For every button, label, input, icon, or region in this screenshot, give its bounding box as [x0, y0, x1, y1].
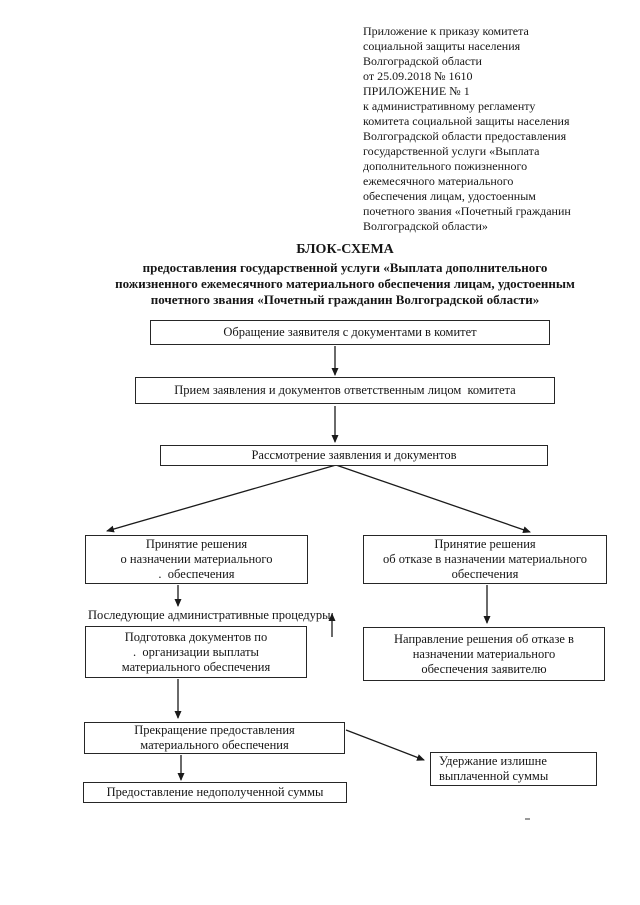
flow-box-decision-refuse: Принятие решения об отказе в назначении …	[363, 535, 607, 584]
flow-box-review: Рассмотрение заявления и документов	[160, 445, 548, 466]
flow-box-termination: Прекращение предоставления материального…	[84, 722, 345, 754]
flow-box-decision-grant: Принятие решения о назначении материальн…	[85, 535, 308, 584]
flow-box-refusal-notice: Направление решения об отказе в назначен…	[363, 627, 605, 681]
page-title: БЛОК-СХЕМА	[296, 242, 394, 257]
flow-box-application: Обращение заявителя с документами в коми…	[150, 320, 550, 345]
flow-box-payment-preparation: Подготовка документов по . организации в…	[85, 626, 307, 678]
document-header-requisites: Приложение к приказу комитета социальной…	[363, 24, 571, 233]
procedures-label: Последующие административные процедуры:	[88, 608, 335, 622]
flow-box-unreceived-sum: Предоставление недополученной суммы	[83, 782, 347, 803]
arrow-b3-to-b4a	[106, 464, 337, 533]
scan-speck	[525, 818, 530, 820]
arrow-b6-to-b7	[345, 729, 425, 761]
flow-box-withholding: Удержание излишне выплаченной суммы	[430, 752, 597, 786]
page-subtitle: предоставления государственной услуги «В…	[115, 260, 575, 307]
flow-box-reception: Прием заявления и документов ответственн…	[135, 377, 555, 404]
arrow-b3-to-b4b	[335, 464, 531, 534]
